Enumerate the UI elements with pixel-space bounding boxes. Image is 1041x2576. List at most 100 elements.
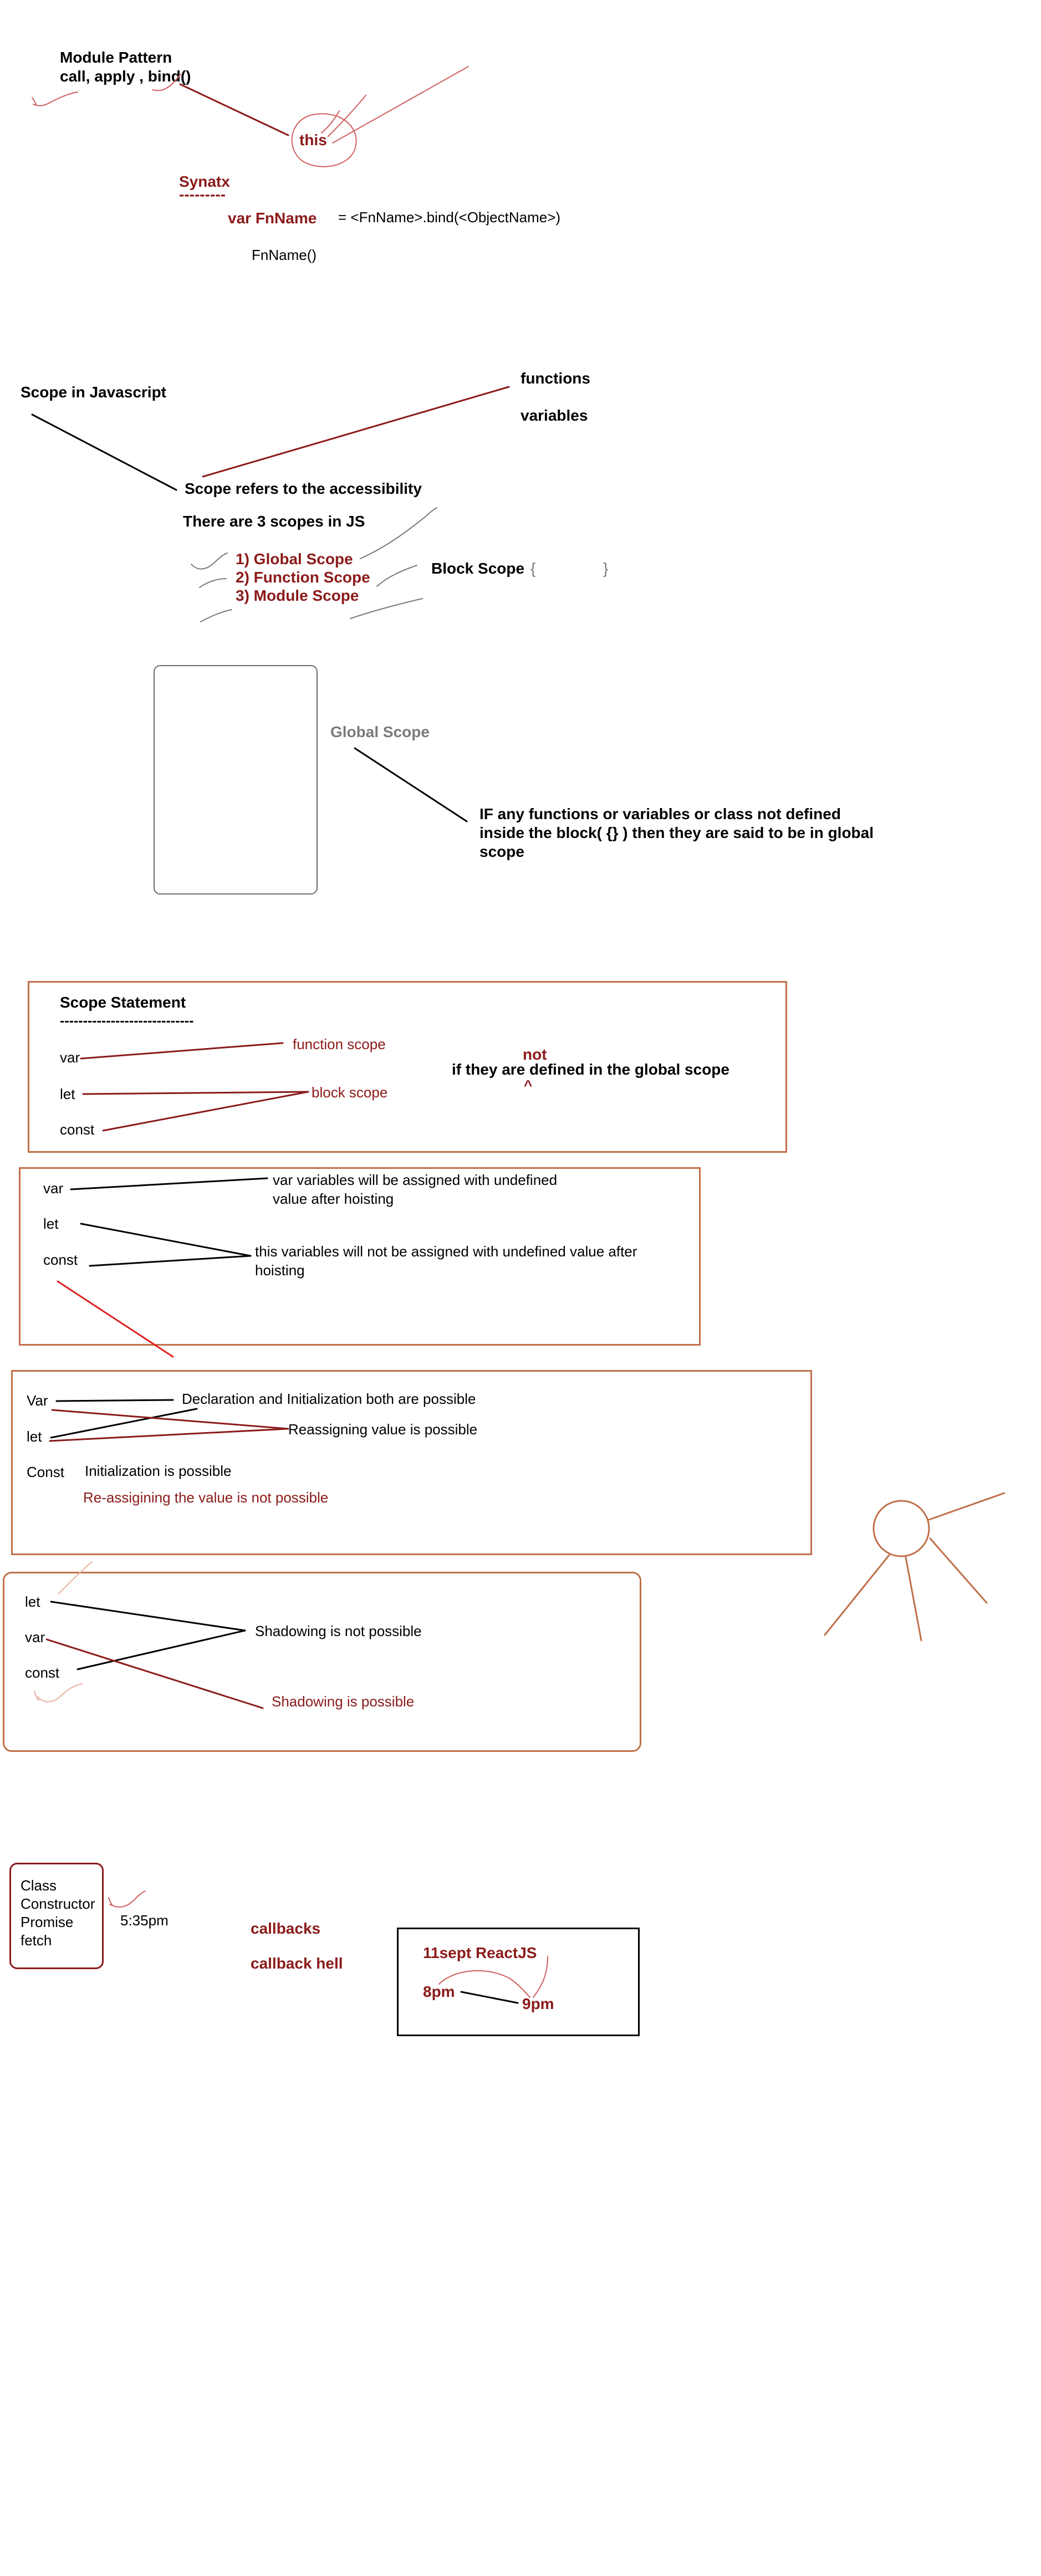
topic-promise: Promise	[21, 1914, 74, 1930]
assign-var-label: Var	[27, 1392, 48, 1409]
let-reassign-line	[49, 1428, 289, 1442]
list-tick-module	[350, 598, 423, 619]
assign-let-label: let	[27, 1428, 42, 1445]
syntax-keyword: var FnName	[228, 209, 317, 227]
react-arc	[438, 1970, 530, 1998]
block-scope-note: block scope	[312, 1084, 388, 1101]
ss-var-label: var	[60, 1049, 80, 1066]
var-hoist-line	[70, 1177, 268, 1190]
let-const-hoist-note-line-2: hoisting	[255, 1262, 305, 1279]
topic-fetch: fetch	[21, 1932, 52, 1949]
topics-tick	[108, 1890, 146, 1908]
global-desc-line-3: scope	[479, 843, 524, 860]
init-only-note: Initialization is possible	[85, 1463, 232, 1479]
shadow-tick-top	[58, 1561, 93, 1594]
this-arrow-line	[332, 66, 469, 144]
topic-constructor: Constructor	[21, 1895, 95, 1912]
hoist-exit-line	[57, 1280, 174, 1358]
module-tick-mid	[152, 74, 181, 91]
global-scope-box	[154, 665, 318, 895]
hoist-var-label: var	[43, 1180, 64, 1197]
scope-heading: Scope in Javascript	[21, 384, 167, 401]
scope-count: There are 3 scopes in JS	[183, 513, 365, 530]
reassign-not-note: Re-assigining the value is not possible	[83, 1489, 329, 1506]
let-decl-line	[50, 1408, 198, 1439]
function-scope-label: function scope	[293, 1036, 386, 1052]
shadow-let-label: let	[25, 1593, 40, 1610]
let-const-hoist-note-line-1: this variables will not be assigned with…	[255, 1243, 637, 1260]
syntax-bind-expression: = <FnName>.bind(<ObjectName>)	[338, 209, 561, 226]
syntax-underline: ---------	[179, 186, 226, 203]
ss-let-label: let	[60, 1086, 75, 1102]
hoist-let-label: let	[43, 1215, 59, 1232]
scope-statement-box	[28, 981, 787, 1153]
shadowing-not-possible-note: Shadowing is not possible	[255, 1623, 422, 1639]
block-scope-label: Block Scope	[431, 560, 525, 577]
sun-rays	[824, 1492, 1006, 1642]
callbacks-label: callbacks	[251, 1920, 321, 1937]
react-arrow-line	[460, 1991, 519, 2004]
reassign-note: Reassigning value is possible	[288, 1421, 478, 1438]
global-desc-line-1: IF any functions or variables or class n…	[479, 805, 841, 822]
list-tick-2	[199, 578, 227, 588]
var-reassign-line	[51, 1409, 289, 1430]
list-tick-1	[191, 553, 228, 570]
react-start-time: 8pm	[423, 1983, 455, 2000]
scope-list-item-global: 1) Global Scope	[236, 550, 353, 568]
decl-init-note: Declaration and Initialization both are …	[182, 1391, 476, 1407]
scope-statement-title: Scope Statement	[60, 994, 186, 1011]
hoisting-box	[19, 1167, 701, 1346]
shadow-var-label: var	[25, 1629, 45, 1645]
global-desc-line-2: inside the block( {} ) then they are sai…	[479, 824, 874, 841]
const-to-block-scope-line	[102, 1091, 309, 1132]
time-label: 5:35pm	[120, 1912, 169, 1929]
hoist-const-label: const	[43, 1251, 78, 1268]
syntax-heading: Synatx	[179, 173, 230, 190]
topics-box	[9, 1863, 104, 1969]
not-word: not	[523, 1046, 547, 1063]
var-hoist-note-line-1: var variables will be assigned with unde…	[273, 1172, 558, 1188]
ss-const-label: const	[60, 1121, 95, 1138]
const-shadow-line	[76, 1629, 246, 1670]
list-tick-global	[360, 507, 437, 559]
var-hoist-note-line-2: value after hoisting	[273, 1190, 394, 1207]
let-shadow-line	[50, 1601, 246, 1632]
global-scope-note: if they are defined in the global scope	[452, 1061, 729, 1078]
this-circle	[291, 113, 357, 167]
sun-doodle	[872, 1500, 930, 1557]
react-end-time: 9pm	[522, 1995, 554, 2012]
var-to-function-scope-line	[80, 1042, 284, 1060]
global-scope-label: Global Scope	[330, 723, 430, 740]
react-session-title: 11sept ReactJS	[423, 1944, 537, 1961]
call-apply-bind-text: call, apply , bind()	[60, 68, 191, 85]
caret-mark: ^	[524, 1077, 533, 1093]
list-tick-function	[376, 565, 417, 587]
list-tick-3	[200, 609, 232, 622]
let-hoist-line	[80, 1223, 252, 1257]
this-tick-marks	[321, 95, 366, 137]
variables-label: variables	[520, 407, 588, 424]
shadowing-box	[3, 1572, 641, 1752]
shadow-tick-bottom	[34, 1683, 83, 1703]
react-tick	[533, 1956, 548, 1998]
callback-hell-label: callback hell	[251, 1955, 343, 1972]
module-tick-left	[32, 91, 78, 106]
scope-list-item-module: 3) Module Scope	[236, 587, 359, 604]
shadowing-possible-note: Shadowing is possible	[272, 1693, 415, 1710]
topic-class: Class	[21, 1877, 57, 1894]
let-to-block-scope-line	[82, 1091, 309, 1095]
global-scope-connector	[354, 747, 468, 822]
assignment-box	[11, 1370, 812, 1555]
scope-definition: Scope refers to the accessibility	[185, 480, 422, 497]
scope-heading-line	[31, 413, 177, 491]
const-hoist-line	[89, 1255, 252, 1267]
functions-label: functions	[520, 370, 590, 387]
assign-const-label: Const	[27, 1464, 64, 1480]
scope-statement-underline: -----------------------------	[60, 1013, 194, 1029]
scope-list-item-function: 2) Function Scope	[236, 569, 370, 586]
react-box	[397, 1928, 640, 2036]
this-word: this	[299, 131, 327, 149]
functions-link-line	[202, 386, 510, 478]
syntax-call: FnName()	[252, 247, 317, 263]
